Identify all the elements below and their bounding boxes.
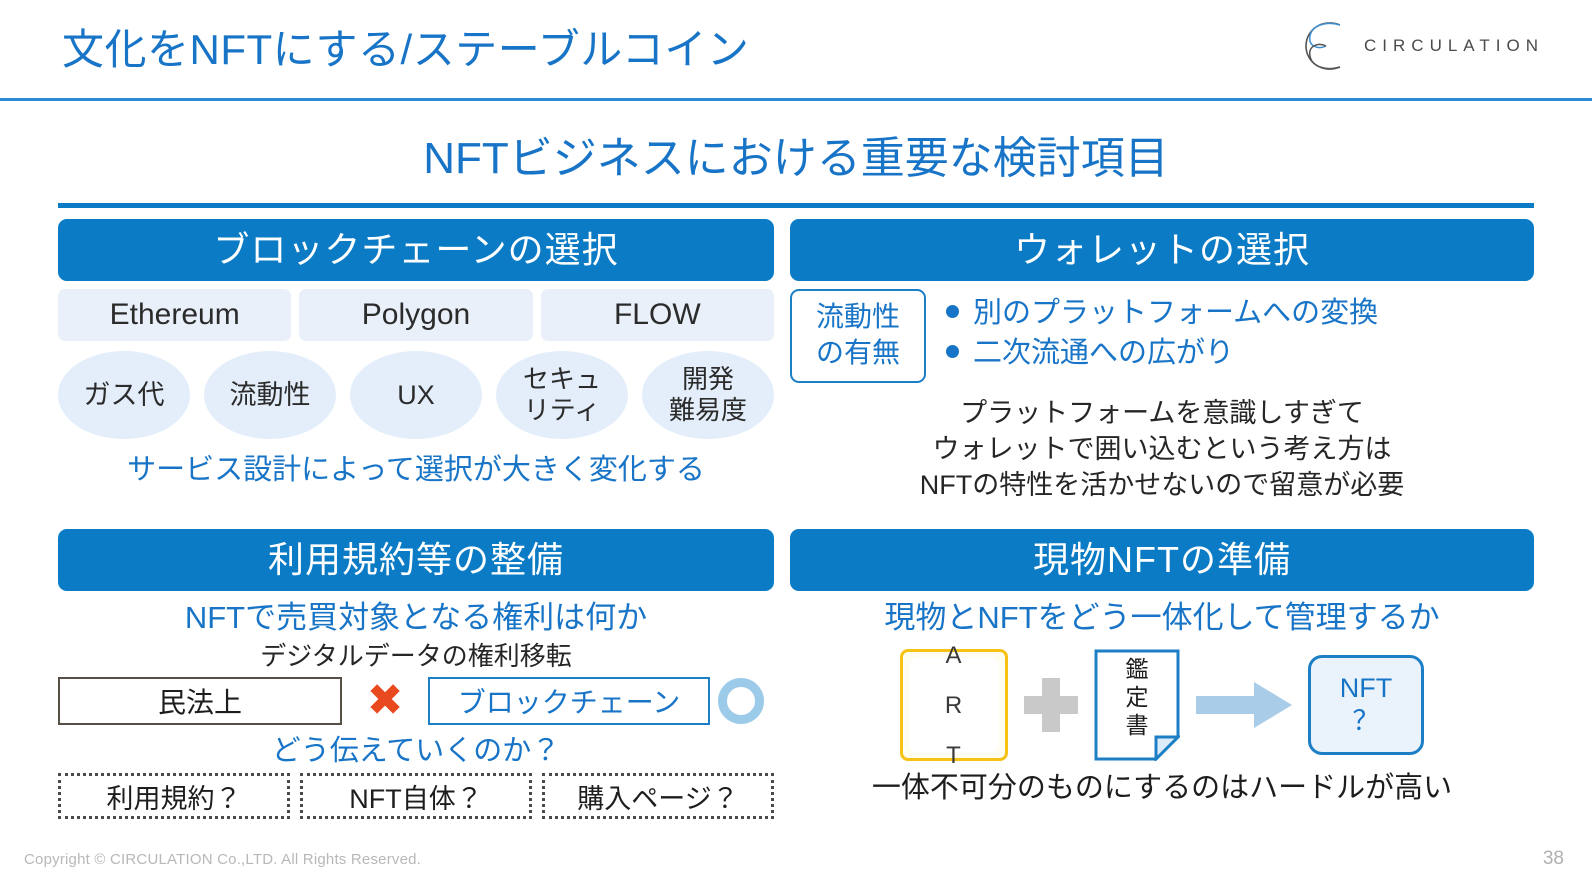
panel-terms-header: 利用規約等の整備 xyxy=(58,529,774,591)
rights-transfer-row: 民法上 ✖ ブロックチェーン xyxy=(58,677,774,725)
channel-box-purchase-page[interactable]: 購入ページ？ xyxy=(542,773,774,819)
factor-bubble-liquidity: 流動性 xyxy=(204,351,336,439)
nft-line1: NFT xyxy=(1339,673,1393,703)
wallet-bullet-list: 別のプラットフォームへの変換 二次流通への広がり xyxy=(944,289,1378,373)
factor-bubble-dev-difficulty: 開発 難易度 xyxy=(642,351,774,439)
cert-line1: 鑑 xyxy=(1125,656,1149,682)
factor-bubble-ux: UX xyxy=(350,351,482,439)
channel-box-nft-itself[interactable]: NFT自体？ xyxy=(300,773,532,819)
physical-question: 現物とNFTをどう一体化して管理するか xyxy=(884,600,1440,635)
panel-wallet-header: ウォレットの選択 xyxy=(790,219,1534,281)
factor-bubble-dev-difficulty-line1: 開発 xyxy=(681,364,734,394)
panel-terms-of-use: 利用規約等の整備 NFTで売買対象となる権利は何か デジタルデータの権利移転 民… xyxy=(58,529,774,819)
factor-bubble-security-line2: リティ xyxy=(523,395,601,425)
bullet-dot-icon xyxy=(946,345,959,358)
wallet-note-line1: プラットフォームを意識しすぎて xyxy=(960,398,1364,428)
transmit-question: どう伝えていくのか？ xyxy=(271,735,561,767)
factor-bubble-gas-fee: ガス代 xyxy=(58,351,190,439)
factor-bubble-group: ガス代 流動性 UX セキュ リティ 開発 難易度 xyxy=(58,351,774,439)
wallet-bullet-0: 別のプラットフォームへの変換 xyxy=(973,297,1379,329)
civil-law-box: 民法上 xyxy=(58,677,342,725)
art-line3: T xyxy=(946,741,962,769)
list-item: 別のプラットフォームへの変換 xyxy=(946,293,1378,333)
channel-box-terms[interactable]: 利用規約？ xyxy=(58,773,290,819)
terms-subtitle: デジタルデータの権利移転 xyxy=(260,641,572,671)
plus-icon xyxy=(1024,678,1078,732)
panel-physical-nft: 現物NFTの準備 現物とNFTをどう一体化して管理するか A R T xyxy=(790,529,1534,807)
factor-bubble-dev-difficulty-line2: 難易度 xyxy=(668,395,747,425)
certificate-document: 鑑 定 書 xyxy=(1094,649,1180,761)
wallet-bullet-1: 二次流通への広がり xyxy=(973,337,1235,369)
certificate-label: 鑑 定 書 xyxy=(1094,655,1180,739)
heading-underline xyxy=(58,203,1534,208)
main-heading: NFTビジネスにおける重要な検討項目 xyxy=(423,134,1169,183)
bullet-dot-icon xyxy=(946,305,959,318)
liquidity-label-line2: の有無 xyxy=(815,337,900,368)
physical-nft-diagram: A R T 鑑 定 書 xyxy=(790,643,1534,768)
factor-bubble-security: セキュ リティ xyxy=(496,351,628,439)
chain-pill-flow[interactable]: FLOW xyxy=(540,289,774,341)
page-title: 文化をNFTにする/ステーブルコイン xyxy=(62,26,750,73)
art-object-box: A R T xyxy=(900,643,1008,768)
art-line2: R xyxy=(944,691,964,719)
blockchain-box: ブロックチェーン xyxy=(428,677,710,725)
blockchain-note: サービス設計によって選択が大きく変化する xyxy=(127,454,705,486)
footer-page-number: 38 xyxy=(1542,848,1564,869)
terms-question: NFTで売買対象となる権利は何か xyxy=(184,600,648,635)
panel-blockchain-header: ブロックチェーンの選択 xyxy=(58,219,774,281)
nft-line2: ？ xyxy=(1352,706,1380,736)
circle-ring-icon xyxy=(710,678,772,724)
panel-physical-header: 現物NFTの準備 xyxy=(790,529,1534,591)
wallet-note: プラットフォームを意識しすぎて ウォレットで囲い込むという考え方は NFTの特性… xyxy=(790,395,1534,503)
nft-result-box: NFT ？ xyxy=(1308,655,1424,755)
liquidity-label-line1: 流動性 xyxy=(815,301,900,332)
cert-line3: 書 xyxy=(1125,712,1149,738)
wallet-content-row: 流動性 の有無 別のプラットフォームへの変換 二次流通への広がり xyxy=(790,289,1534,383)
panel-wallet-selection: ウォレットの選択 流動性 の有無 別のプラットフォームへの変換 二次流通への広が… xyxy=(790,219,1534,503)
right-arrow-icon xyxy=(1196,682,1292,728)
header-divider xyxy=(0,98,1592,101)
brand-logo: CIRCULATION xyxy=(1296,14,1544,78)
circulation-c-logo-icon xyxy=(1296,16,1350,76)
panel-blockchain-selection: ブロックチェーンの選択 Ethereum Polygon FLOW ガス代 流動… xyxy=(58,219,774,489)
footer-copyright: Copyright © CIRCULATION Co.,LTD. All Rig… xyxy=(24,851,422,868)
cross-mark-icon: ✖ xyxy=(366,676,404,725)
chain-pill-polygon[interactable]: Polygon xyxy=(299,289,533,341)
chain-pill-group: Ethereum Polygon FLOW xyxy=(58,289,774,341)
channel-box-group: 利用規約？ NFT自体？ 購入ページ？ xyxy=(58,773,774,819)
slide-header: 文化をNFTにする/ステーブルコイン CIRCULATION xyxy=(0,0,1592,101)
factor-bubble-security-line1: セキュ xyxy=(522,364,601,394)
chain-pill-ethereum[interactable]: Ethereum xyxy=(58,289,292,341)
liquidity-label-box: 流動性 の有無 xyxy=(790,289,926,383)
physical-note: 一体不可分のものにするのはハードルが高い xyxy=(871,772,1453,804)
list-item: 二次流通への広がり xyxy=(946,333,1378,373)
art-line1: A xyxy=(945,641,963,669)
wallet-note-line3: NFTの特性を活かせないので留意が必要 xyxy=(919,470,1405,500)
wallet-note-line2: ウォレットで囲い込むという考え方は xyxy=(932,434,1392,464)
cert-line2: 定 xyxy=(1125,684,1149,710)
brand-logo-text: CIRCULATION xyxy=(1364,36,1544,55)
